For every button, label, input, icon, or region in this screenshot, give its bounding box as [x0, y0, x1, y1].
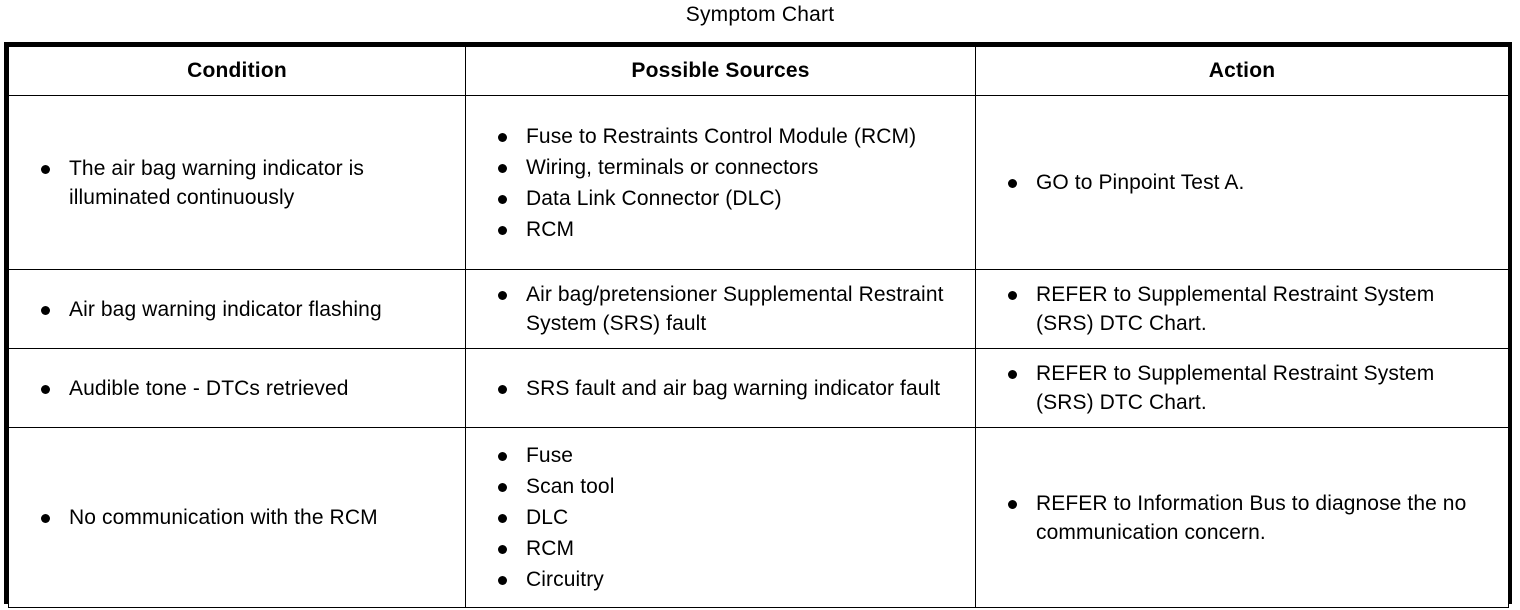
- action-list: REFER to Information Bus to diagnose the…: [976, 489, 1508, 547]
- list-item-label: SRS fault and air bag warning indicator …: [526, 376, 941, 400]
- possible-sources-list: Air bag/pretensioner Supplemental Restra…: [466, 280, 975, 338]
- table-row: No communication with the RCM Fuse: [8, 427, 1509, 608]
- list-item: RCM: [492, 215, 959, 244]
- cell-condition: The air bag warning indicator is illumin…: [8, 95, 466, 270]
- table-row: The air bag warning indicator is illumin…: [8, 95, 1509, 270]
- table-row: Audible tone - DTCs retrieved SRS fault …: [8, 348, 1509, 428]
- list-item-label: Scan tool: [526, 475, 615, 498]
- bullet-icon: [41, 384, 50, 394]
- list-item: GO to Pinpoint Test A.: [1002, 168, 1492, 197]
- list-item: DLC: [492, 503, 959, 532]
- page-title: Symptom Chart: [685, 3, 835, 26]
- list-item-label: The air bag warning indicator is illumin…: [69, 156, 365, 209]
- column-header-condition: Condition: [8, 46, 466, 96]
- cell-condition: No communication with the RCM: [8, 427, 466, 608]
- possible-sources-list: Fuse Scan tool DLC: [466, 441, 975, 594]
- symptom-table-container: Condition Possible Sources Action The ai…: [4, 42, 1512, 608]
- list-item-label: DLC: [526, 506, 569, 529]
- header-row: Condition Possible Sources Action: [8, 46, 1509, 96]
- bullet-icon: [498, 163, 507, 173]
- cell-action: REFER to Supplemental Restraint System (…: [975, 348, 1509, 428]
- list-item-label: Fuse to Restraints Control Module (RCM): [526, 124, 917, 148]
- table-body: The air bag warning indicator is illumin…: [8, 95, 1509, 608]
- list-item: Fuse: [492, 441, 959, 470]
- symptom-table: Condition Possible Sources Action The ai…: [8, 46, 1509, 608]
- possible-sources-list: SRS fault and air bag warning indicator …: [466, 374, 975, 403]
- list-item-label: Wiring, terminals or connectors: [526, 155, 819, 179]
- list-item: RCM: [492, 534, 959, 563]
- list-item: REFER to Supplemental Restraint System (…: [1002, 359, 1492, 417]
- cell-action: GO to Pinpoint Test A.: [975, 95, 1509, 270]
- table-row: Air bag warning indicator flashing Air b…: [8, 269, 1509, 349]
- list-item: The air bag warning indicator is illumin…: [35, 154, 449, 212]
- bullet-icon: [41, 305, 50, 315]
- bullet-icon: [498, 384, 507, 394]
- cell-possible-sources: SRS fault and air bag warning indicator …: [465, 348, 976, 428]
- list-item: Wiring, terminals or connectors: [492, 153, 959, 182]
- bullet-icon: [498, 452, 507, 461]
- cell-condition: Audible tone - DTCs retrieved: [8, 348, 466, 428]
- bullet-icon: [498, 483, 507, 492]
- list-item: REFER to Information Bus to diagnose the…: [1002, 489, 1492, 547]
- list-item: No communication with the RCM: [35, 503, 449, 532]
- bullet-icon: [498, 225, 507, 235]
- bullet-icon: [498, 514, 507, 523]
- list-item-label: REFER to Information Bus to diagnose the…: [1036, 491, 1467, 544]
- list-item-label: Fuse: [526, 444, 574, 467]
- column-header-possible-sources: Possible Sources: [465, 46, 976, 96]
- bullet-icon: [1008, 291, 1017, 300]
- bullet-icon: [498, 576, 507, 585]
- condition-list: Air bag warning indicator flashing: [9, 295, 465, 324]
- bullet-icon: [41, 514, 50, 523]
- bullet-icon: [1008, 179, 1017, 188]
- list-item: SRS fault and air bag warning indicator …: [492, 374, 959, 403]
- list-item-label: Air bag/pretensioner Supplemental Restra…: [526, 283, 944, 335]
- bullet-icon: [41, 164, 50, 174]
- list-item: Data Link Connector (DLC): [492, 184, 959, 213]
- condition-list: The air bag warning indicator is illumin…: [9, 154, 465, 212]
- list-item: Air bag/pretensioner Supplemental Restra…: [492, 280, 959, 338]
- list-item: Circuitry: [492, 565, 959, 594]
- possible-sources-list: Fuse to Restraints Control Module (RCM) …: [466, 122, 975, 244]
- list-item: REFER to Supplemental Restraint System (…: [1002, 280, 1492, 338]
- list-item-label: REFER to Supplemental Restraint System (…: [1036, 283, 1435, 335]
- column-header-action: Action: [975, 46, 1509, 96]
- bullet-icon: [498, 132, 507, 142]
- list-item-label: No communication with the RCM: [69, 506, 378, 529]
- bullet-icon: [1008, 370, 1017, 379]
- cell-possible-sources: Fuse Scan tool DLC: [465, 427, 976, 608]
- condition-list: Audible tone - DTCs retrieved: [9, 374, 465, 403]
- bullet-icon: [498, 291, 507, 300]
- action-list: GO to Pinpoint Test A.: [976, 168, 1508, 197]
- list-item-label: RCM: [526, 217, 575, 241]
- cell-possible-sources: Fuse to Restraints Control Module (RCM) …: [465, 95, 976, 270]
- cell-possible-sources: Air bag/pretensioner Supplemental Restra…: [465, 269, 976, 349]
- action-list: REFER to Supplemental Restraint System (…: [976, 280, 1508, 338]
- bullet-icon: [1008, 499, 1017, 509]
- list-item-label: REFER to Supplemental Restraint System (…: [1036, 362, 1435, 414]
- list-item-label: RCM: [526, 537, 575, 560]
- list-item: Scan tool: [492, 472, 959, 501]
- list-item-label: Data Link Connector (DLC): [526, 186, 782, 210]
- list-item: Air bag warning indicator flashing: [35, 295, 449, 324]
- bullet-icon: [498, 194, 507, 204]
- condition-list: No communication with the RCM: [9, 503, 465, 532]
- list-item-label: Air bag warning indicator flashing: [69, 297, 382, 321]
- table-header: Condition Possible Sources Action: [8, 46, 1509, 96]
- list-item: Fuse to Restraints Control Module (RCM): [492, 122, 959, 151]
- bullet-icon: [498, 545, 507, 554]
- list-item-label: GO to Pinpoint Test A.: [1036, 171, 1245, 194]
- action-list: REFER to Supplemental Restraint System (…: [976, 359, 1508, 417]
- list-item: Audible tone - DTCs retrieved: [35, 374, 449, 403]
- list-item-label: Audible tone - DTCs retrieved: [69, 376, 349, 400]
- cell-action: REFER to Information Bus to diagnose the…: [975, 427, 1509, 608]
- cell-action: REFER to Supplemental Restraint System (…: [975, 269, 1509, 349]
- cell-condition: Air bag warning indicator flashing: [8, 269, 466, 349]
- list-item-label: Circuitry: [526, 568, 604, 591]
